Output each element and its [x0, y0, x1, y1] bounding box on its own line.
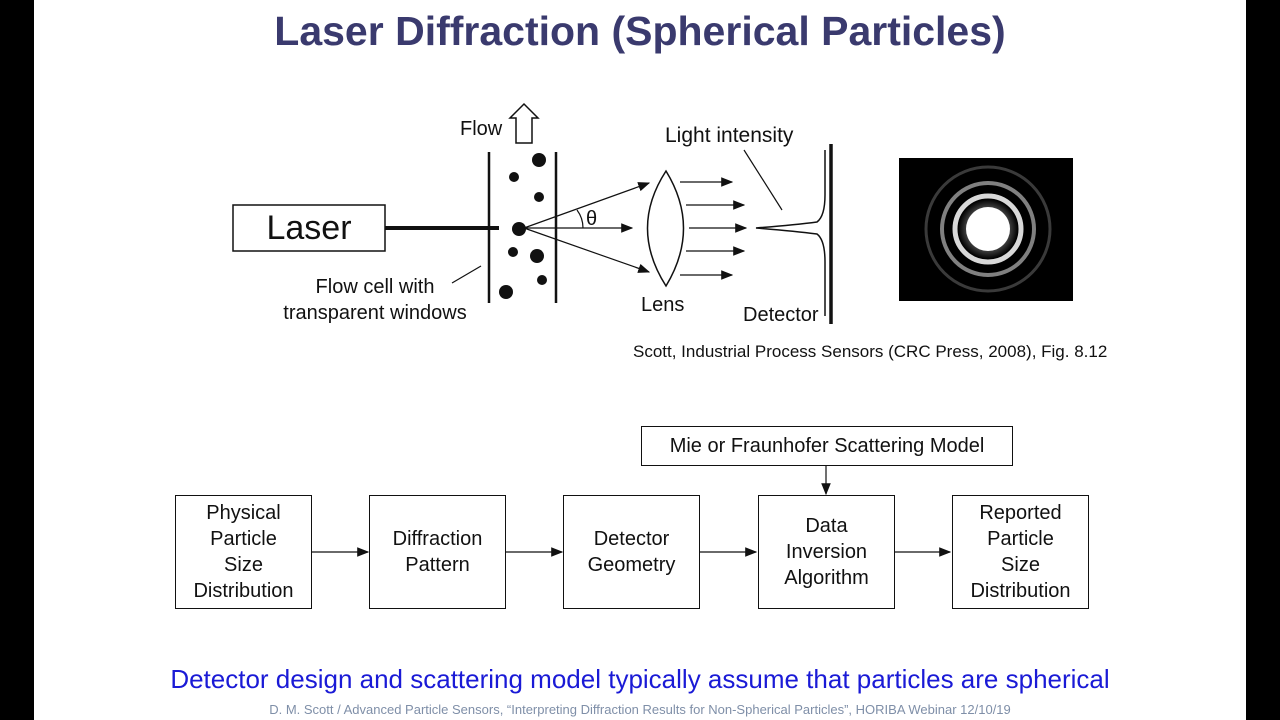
footer-credit: D. M. Scott / Advanced Particle Sensors,… [269, 702, 1011, 717]
particle [532, 153, 546, 167]
particle [512, 222, 526, 236]
particle [530, 249, 544, 263]
scattering-model-box: Mie or Fraunhofer Scattering Model [641, 426, 1013, 466]
light-intensity-pointer [743, 149, 783, 211]
diffraction-pattern-box: Diffraction Pattern [369, 495, 506, 609]
particle [508, 247, 518, 257]
flowchart-connectors [312, 466, 952, 557]
assumption-statement: Detector design and scattering model typ… [170, 664, 1110, 694]
slide-title: Laser Diffraction (Spherical Particles) [274, 8, 1006, 54]
diffraction-pattern-image [899, 158, 1073, 301]
laser-label: Laser [266, 209, 352, 247]
detector-geometry-box: Detector Geometry [563, 495, 700, 609]
lens-shape [646, 169, 685, 288]
slide: Laser Diffraction (Spherical Particles) [34, 0, 1246, 720]
data-inversion-box: Data Inversion Algorithm [758, 495, 895, 609]
flow-arrow-icon [508, 102, 540, 144]
flow-cell-label: Flow cell with transparent windows [274, 274, 476, 326]
flow-cell-label-line1: Flow cell with [315, 276, 435, 298]
scattered-ray-upper [523, 182, 651, 229]
light-intensity-label: Light intensity [665, 124, 794, 147]
focused-rays [680, 177, 748, 280]
intensity-profile [755, 150, 826, 316]
lens-label: Lens [641, 294, 685, 316]
reported-size-distribution-box: Reported Particle Size Distribution [952, 495, 1089, 609]
flow-label: Flow [460, 118, 503, 140]
optical-setup-diagram [232, 102, 1073, 557]
theta-arc [576, 209, 584, 229]
particles [499, 153, 547, 299]
citation: Scott, Industrial Process Sensors (CRC P… [633, 342, 1108, 361]
flow-cell-label-line2: transparent windows [283, 302, 467, 324]
flow-cell-pointer [451, 265, 482, 284]
theta-label: θ [586, 208, 598, 230]
particle [499, 285, 513, 299]
physical-size-distribution-box: Physical Particle Size Distribution [175, 495, 312, 609]
detector-label: Detector [743, 304, 819, 326]
laser-box [232, 204, 386, 252]
particle [534, 192, 544, 202]
particle [537, 275, 547, 285]
particle [509, 172, 519, 182]
scattered-ray-lower [523, 227, 651, 273]
